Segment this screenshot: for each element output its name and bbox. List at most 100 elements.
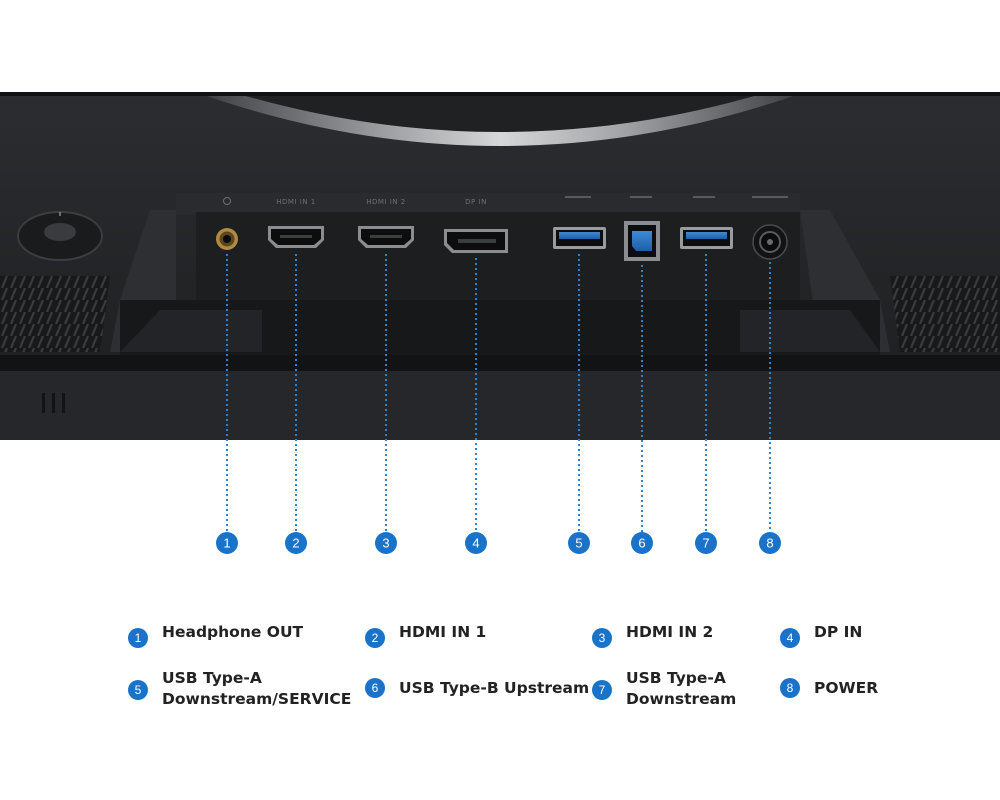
legend-badge: 1 — [128, 628, 148, 648]
legend-line: HDMI IN 2 — [626, 623, 714, 641]
jack-hole — [223, 235, 231, 243]
legend-badge: 8 — [780, 678, 800, 698]
stand-mount-inner — [232, 92, 768, 132]
callout-3: 3 — [375, 532, 397, 554]
legend-label: USB Type-A Downstream/SERVICE — [162, 668, 351, 710]
usb-a-7-tongue — [686, 232, 727, 239]
legend-item-7: 7 USB Type-A Downstream — [592, 668, 736, 710]
legend-line: Downstream — [626, 690, 737, 708]
legend-badge: 3 — [592, 628, 612, 648]
callout-6: 6 — [631, 532, 653, 554]
legend-item-2: 2 HDMI IN 1 — [365, 622, 486, 648]
callout-5: 5 — [568, 532, 590, 554]
usb-label-mark — [630, 196, 652, 198]
port-legend: 1 Headphone OUT 2 HDMI IN 1 3 HDMI IN 2 … — [128, 622, 888, 722]
callout-number: 3 — [382, 536, 389, 551]
grip-mark — [62, 393, 65, 413]
legend-label: USB Type-B Upstream — [399, 678, 589, 699]
housing-top-edge — [0, 92, 1000, 96]
callout-number: 4 — [472, 536, 479, 551]
callout-4: 4 — [465, 532, 487, 554]
callout-number: 8 — [766, 536, 773, 551]
hdmi-port-1 — [268, 226, 324, 248]
legend-item-5: 5 USB Type-A Downstream/SERVICE — [128, 668, 351, 710]
port-labels: HDMI IN 1 HDMI IN 2 DP IN — [223, 196, 788, 206]
callout-7: 7 — [695, 532, 717, 554]
legend-line: Headphone OUT — [162, 623, 304, 641]
hdmi-port-2 — [358, 226, 414, 248]
port-panel-face — [196, 212, 800, 302]
usb-a-port-downstream — [680, 227, 733, 249]
shelf-right-bevel — [740, 310, 880, 352]
hdmi-1-tongue — [280, 235, 312, 238]
usb-b-tongue — [632, 231, 652, 251]
callout-1: 1 — [216, 532, 238, 554]
legend-line: USB Type-A — [626, 669, 726, 687]
legend-label: DP IN — [814, 622, 862, 643]
power-port — [752, 224, 788, 260]
callout-badge — [465, 532, 487, 554]
legend-line: HDMI IN 1 — [399, 623, 487, 641]
housing-lower-lip — [0, 355, 1000, 371]
callout-number: 6 — [638, 536, 645, 551]
port-label-dp: DP IN — [465, 198, 487, 206]
grip-mark — [42, 393, 45, 413]
callout-number: 7 — [702, 536, 709, 551]
callout-badge — [375, 532, 397, 554]
legend-label: USB Type-A Downstream — [626, 668, 736, 710]
joystick-knob — [44, 223, 76, 241]
hdmi-2-tongue — [370, 235, 402, 238]
callout-badge — [631, 532, 653, 554]
legend-badge: 6 — [365, 678, 385, 698]
usb-a-5-tongue — [559, 232, 600, 239]
usb-b-port-upstream — [624, 221, 660, 261]
right-vent-grille — [890, 276, 1000, 352]
left-vent-grille — [0, 276, 110, 352]
callout-badge — [695, 532, 717, 554]
legend-badge: 4 — [780, 628, 800, 648]
legend-line: Downstream/SERVICE — [162, 690, 352, 708]
monitor-housing — [0, 92, 1000, 440]
callouts: 1 2 3 4 5 6 7 8 — [216, 532, 781, 554]
callout-badge — [568, 532, 590, 554]
port-label-hdmi1: HDMI IN 1 — [276, 198, 315, 206]
legend-line: POWER — [814, 679, 879, 697]
port-label-hdmi2: HDMI IN 2 — [366, 198, 405, 206]
legend-label: HDMI IN 1 — [399, 622, 486, 643]
housing-bottom — [0, 371, 1000, 440]
power-label-mark — [752, 196, 788, 198]
legend-line: USB Type-B Upstream — [399, 679, 590, 697]
usb-a-port-service — [553, 227, 606, 249]
legend-item-6: 6 USB Type-B Upstream — [365, 678, 589, 699]
headphone-label-icon — [223, 197, 231, 205]
legend-item-1: 1 Headphone OUT — [128, 622, 303, 648]
legend-item-8: 8 POWER — [780, 678, 878, 699]
legend-badge: 5 — [128, 680, 148, 700]
legend-line: DP IN — [814, 623, 863, 641]
callout-8: 8 — [759, 532, 781, 554]
callout-2: 2 — [285, 532, 307, 554]
usb-label-mark — [565, 196, 591, 198]
callout-badge — [216, 532, 238, 554]
legend-label: HDMI IN 2 — [626, 622, 713, 643]
legend-badge: 2 — [365, 628, 385, 648]
legend-label: Headphone OUT — [162, 622, 303, 643]
legend-item-4: 4 DP IN — [780, 622, 862, 648]
grip-mark — [52, 393, 55, 413]
callout-number: 2 — [292, 536, 299, 551]
usb-label-mark — [693, 196, 715, 198]
legend-badge: 7 — [592, 680, 612, 700]
port-panel — [176, 193, 800, 215]
callout-badge — [285, 532, 307, 554]
legend-label: POWER — [814, 678, 878, 699]
legend-item-3: 3 HDMI IN 2 — [592, 622, 713, 648]
callout-number: 1 — [223, 536, 230, 551]
leader-lines — [226, 254, 771, 532]
legend-line: USB Type-A — [162, 669, 262, 687]
callout-badge — [759, 532, 781, 554]
headphone-jack — [216, 228, 238, 250]
displayport-port — [444, 229, 508, 253]
dp-tongue — [458, 239, 496, 243]
callout-number: 5 — [575, 536, 582, 551]
